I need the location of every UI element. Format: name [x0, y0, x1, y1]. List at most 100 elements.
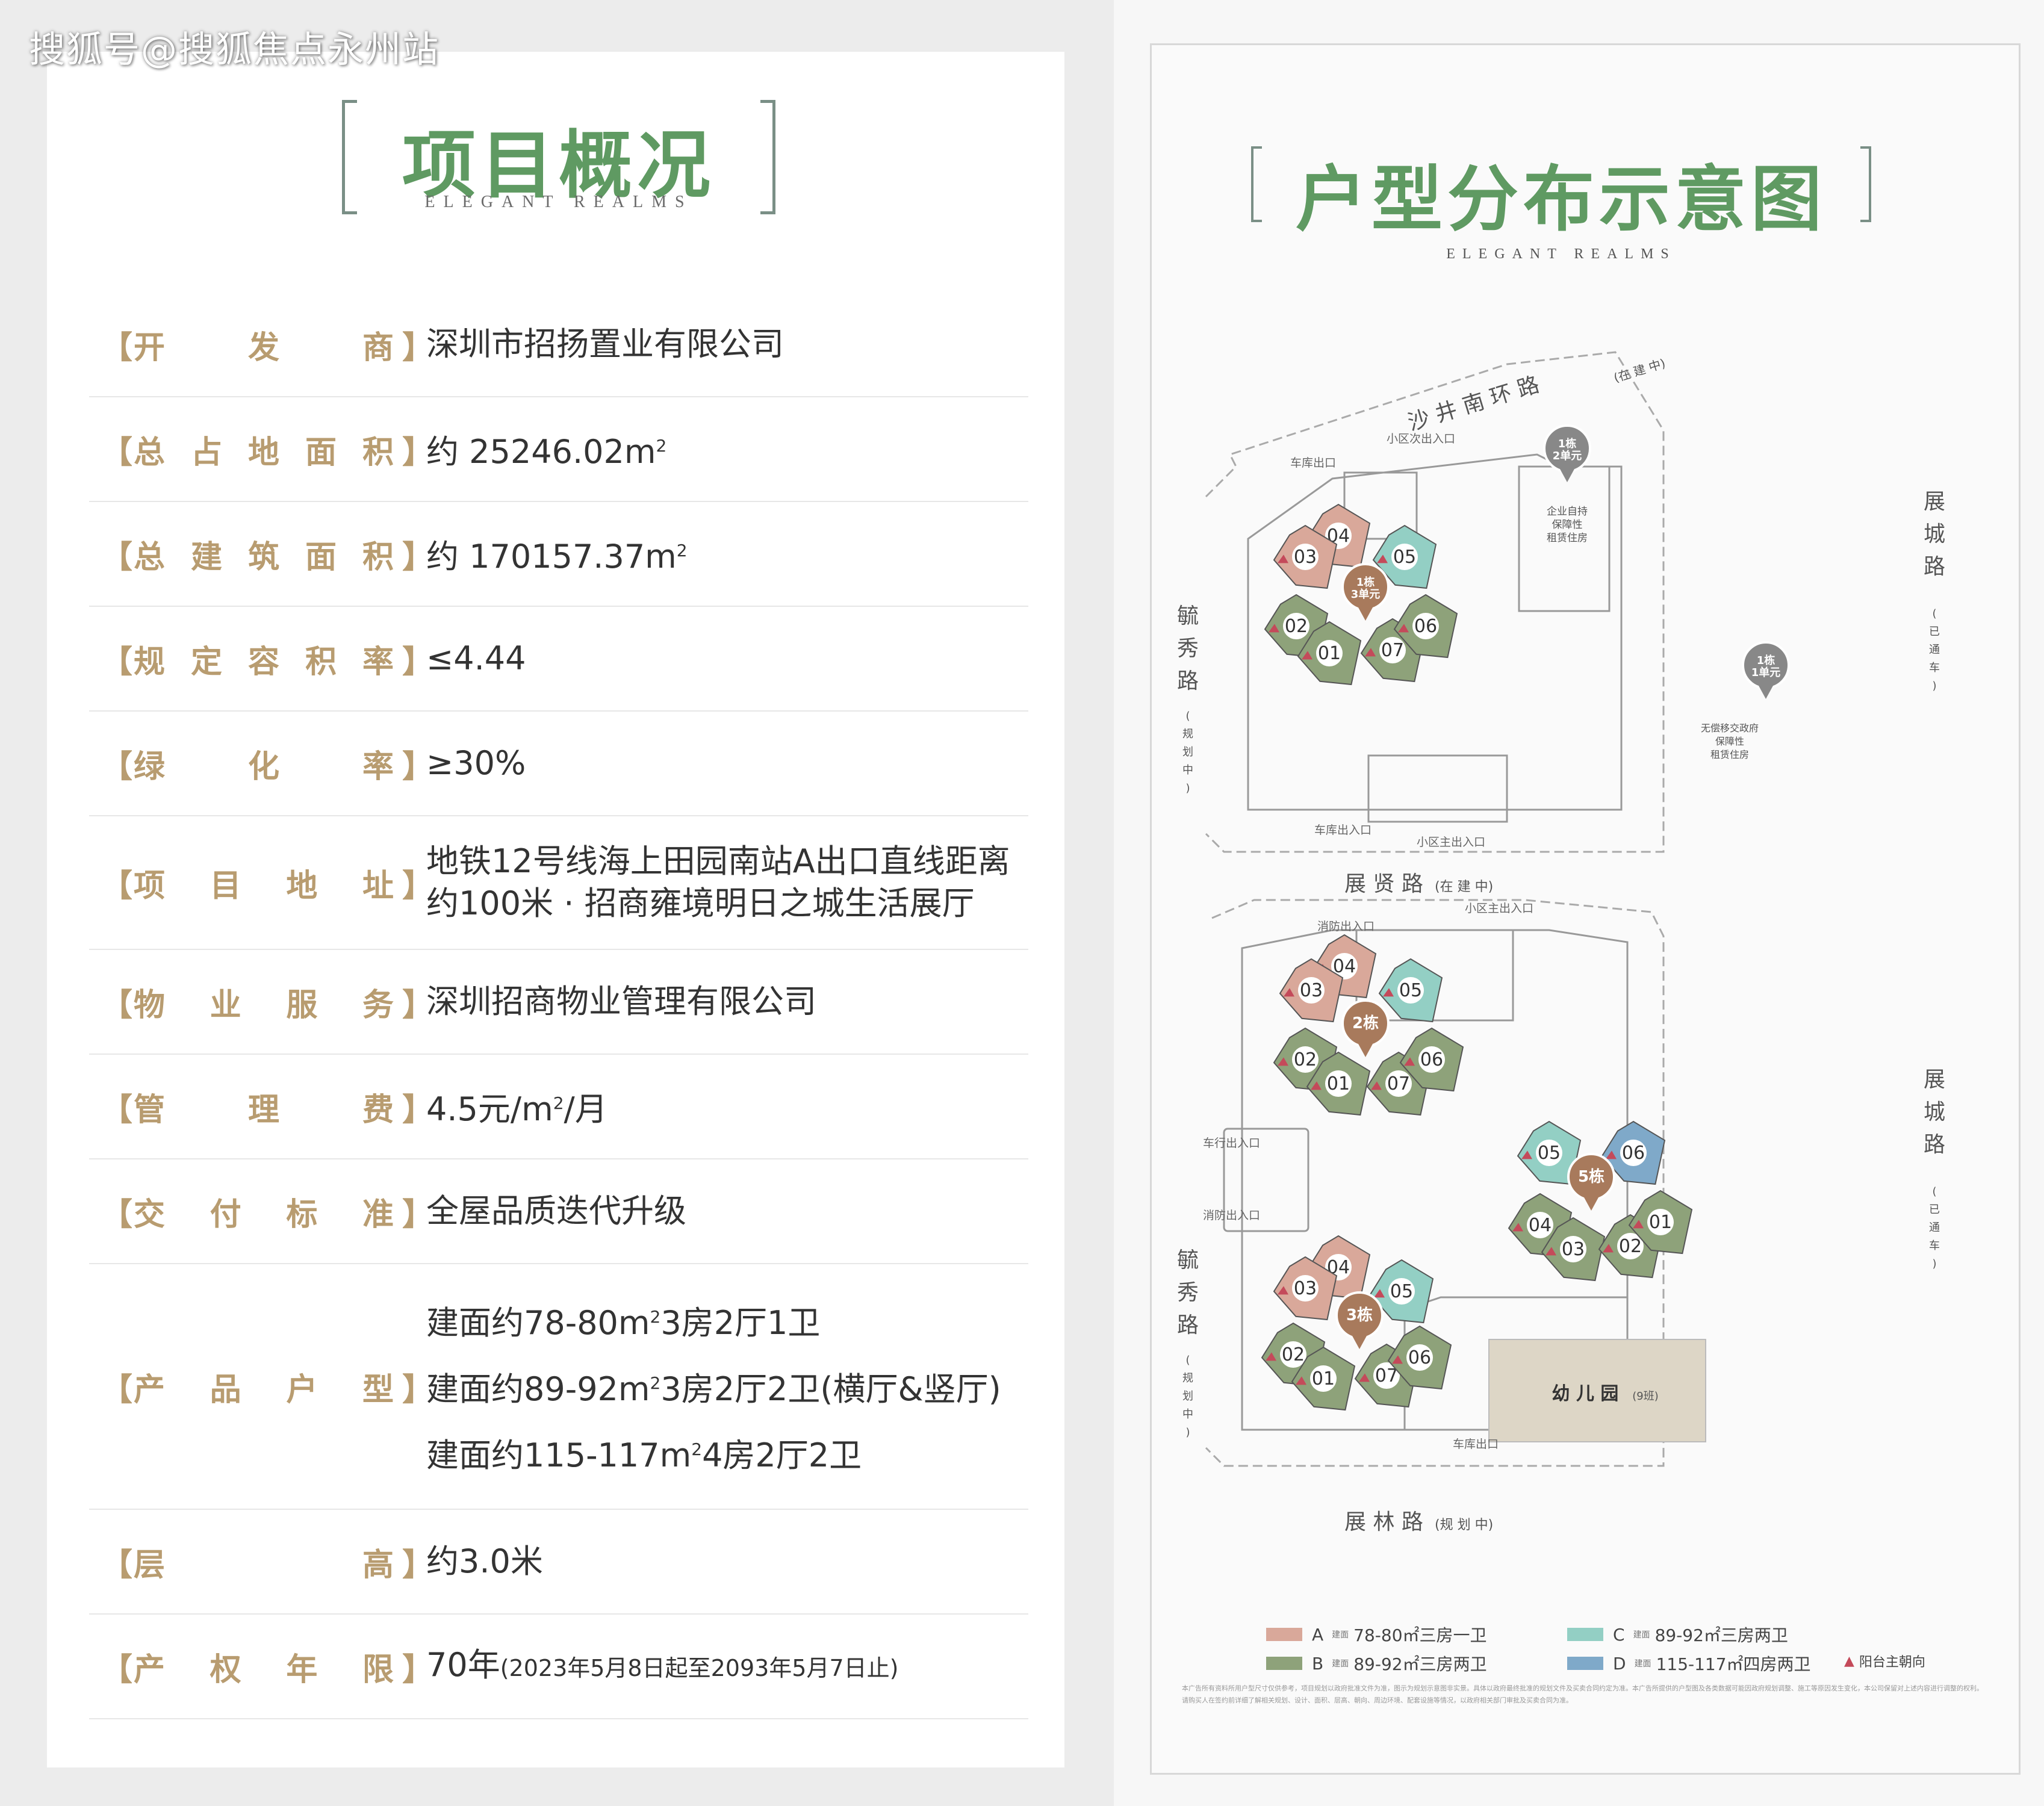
label-char: 标: [286, 1196, 318, 1233]
unit-number-label: 07: [1375, 1365, 1398, 1386]
road-label-yuxiu-north: 毓: [1177, 604, 1199, 628]
gate-label-secondary-entrance: 小区次出入口: [1387, 432, 1455, 445]
label-bracket-open: 【: [101, 987, 133, 1023]
balcony-orientation-marker: [1269, 624, 1279, 633]
balcony-orientation-marker: [1377, 554, 1388, 563]
unit-number-badge: [1292, 544, 1319, 570]
unit-number-badge: [1316, 640, 1343, 666]
label-text: 总建筑面积: [125, 532, 402, 577]
unit-b5-05: 05: [1517, 1120, 1582, 1185]
unit-number-badge: [1617, 1233, 1644, 1259]
overview-row-label: 【管理费】: [89, 1084, 434, 1129]
unit-number-label: 02: [1285, 616, 1308, 637]
overview-row-label: 【项目地址】: [89, 860, 433, 905]
balcony-orientation-marker: [1266, 1352, 1276, 1361]
road-note-yuxiu-north: (: [1185, 710, 1190, 722]
unit-number-badge: [1292, 1046, 1319, 1073]
building-pin-label: 5栋: [1578, 1167, 1604, 1186]
unit-number-badge: [1620, 1140, 1647, 1166]
overview-row-label: 【物业服务】: [89, 979, 434, 1025]
overview-row: 【绿化率】≥30%: [89, 712, 1028, 816]
legend-letter: A: [1312, 1624, 1324, 1645]
unit-number-label: 01: [1649, 1212, 1672, 1233]
road-label-yuxiu-north: 路: [1177, 669, 1199, 694]
unit-number-badge: [1292, 1275, 1319, 1302]
road-note-yuxiu-north: 规: [1182, 728, 1193, 740]
label-bracket-close: 】: [402, 644, 434, 680]
label-bracket-close: 】: [402, 987, 434, 1023]
label-char: 总: [134, 539, 166, 576]
value-line: 深圳市招扬置业有限公司: [426, 325, 784, 363]
road-note-zhancheng-south: 车: [1929, 1240, 1940, 1252]
disclaimer-text: 本广告所有资料所用户型尺寸仅供参考，项目规划以政府批准文件为准，图示为规划示意图…: [1182, 1684, 1983, 1704]
road-label-zhancheng-south: 路: [1924, 1132, 1945, 1157]
balcony-orientation-marker: [1521, 1150, 1532, 1159]
label-char: 积: [362, 434, 394, 471]
unit-distribution-panel: 户型分布示意图 ELEGANT REALMS 沙 井 南 环 路 (在 建 中)…: [1114, 0, 2044, 1806]
unit-number-badge: [1560, 1236, 1586, 1262]
label-char: 址: [362, 867, 394, 904]
label-char: 化: [247, 748, 279, 785]
unit-number-label: 06: [1420, 1049, 1443, 1070]
value-line: ≥30%: [426, 744, 526, 782]
overview-title: 项目概况: [402, 123, 715, 208]
balcony-orientation-marker: [1359, 1373, 1370, 1382]
unit-number-label: 03: [1562, 1239, 1585, 1260]
road-note-yuxiu-north: 划: [1182, 746, 1193, 759]
label-bracket-open: 【: [101, 1651, 133, 1688]
value-line: 深圳招商物业管理有限公司: [426, 982, 816, 1020]
label-text: 产权年限: [125, 1644, 402, 1689]
legend-text: 78-80㎡三房一卫: [1353, 1625, 1487, 1645]
north-facility-footprint: [1343, 471, 1418, 540]
label-char: 交: [134, 1196, 166, 1233]
building-pin-label: 1栋: [1757, 654, 1775, 667]
unit-b3-06: 06: [1387, 1325, 1452, 1390]
building-pin-pointer: [1352, 1336, 1367, 1349]
road-label-zhancheng-north: 路: [1924, 554, 1945, 579]
unit-b1-03: 03: [1273, 524, 1338, 589]
overview-row-label: 【层高】: [89, 1539, 434, 1584]
legend-note: 建面: [1633, 1630, 1650, 1640]
building-pin-pointer: [1358, 607, 1373, 621]
label-bracket-close: 】: [402, 1091, 434, 1128]
unit-number-badge: [1647, 1209, 1674, 1235]
unit-number-badge: [1373, 1362, 1400, 1389]
road-note-zhancheng-south: 通: [1929, 1221, 1940, 1234]
label-bracket-close: 】: [402, 1547, 434, 1583]
balcony-orientation-marker: [1545, 1247, 1556, 1256]
unit-number-badge: [1388, 1278, 1415, 1305]
label-text: 绿化率: [125, 741, 402, 786]
road-label-zhanlin: 展 林 路: [1344, 1510, 1423, 1534]
unit-number-label: 04: [1333, 956, 1356, 977]
unit-number-badge: [1331, 953, 1358, 979]
road-note-yuxiu-south: 中: [1182, 1408, 1193, 1421]
label-bracket-close: 】: [402, 1651, 434, 1688]
road-label-zhancheng-south: 城: [1924, 1100, 1945, 1125]
label-char: 面: [305, 539, 337, 576]
label-char: 项: [134, 867, 166, 904]
building-pin-pointer: [1560, 469, 1574, 482]
gate-label-main-entrance-south: 小区主出入口: [1465, 902, 1533, 915]
legend-text: 89-92㎡三房两卫: [1654, 1625, 1788, 1645]
building-pin-b3: 3栋: [1335, 1291, 1384, 1349]
unit-b5-06: 06: [1601, 1120, 1666, 1185]
building-note-b1-u2: 企业自持: [1547, 506, 1588, 518]
unit-b3-05: 05: [1369, 1259, 1434, 1324]
label-bracket-close: 】: [402, 434, 434, 471]
unit-number-label: 06: [1414, 616, 1437, 637]
road-note-zhancheng-south: (: [1932, 1185, 1936, 1198]
value-line: 地铁12号线海上田园南站A出口直线距离: [426, 842, 1010, 880]
building-pin-label: 3单元: [1351, 588, 1381, 601]
unit-number-label: 07: [1381, 640, 1404, 661]
unit-number-badge: [1283, 613, 1309, 639]
road-label-yuxiu-south: 秀: [1177, 1280, 1199, 1305]
unit-distribution-subtitle: ELEGANT REALMS: [1446, 246, 1676, 262]
building-pin-pointer: [1759, 686, 1773, 699]
unit-number-label: 02: [1282, 1344, 1305, 1365]
gate-label-fire-access: 消防出入口: [1317, 920, 1375, 933]
building-pin-label: 1栋: [1558, 437, 1577, 450]
north-parcel-boundary: [1205, 351, 1665, 853]
